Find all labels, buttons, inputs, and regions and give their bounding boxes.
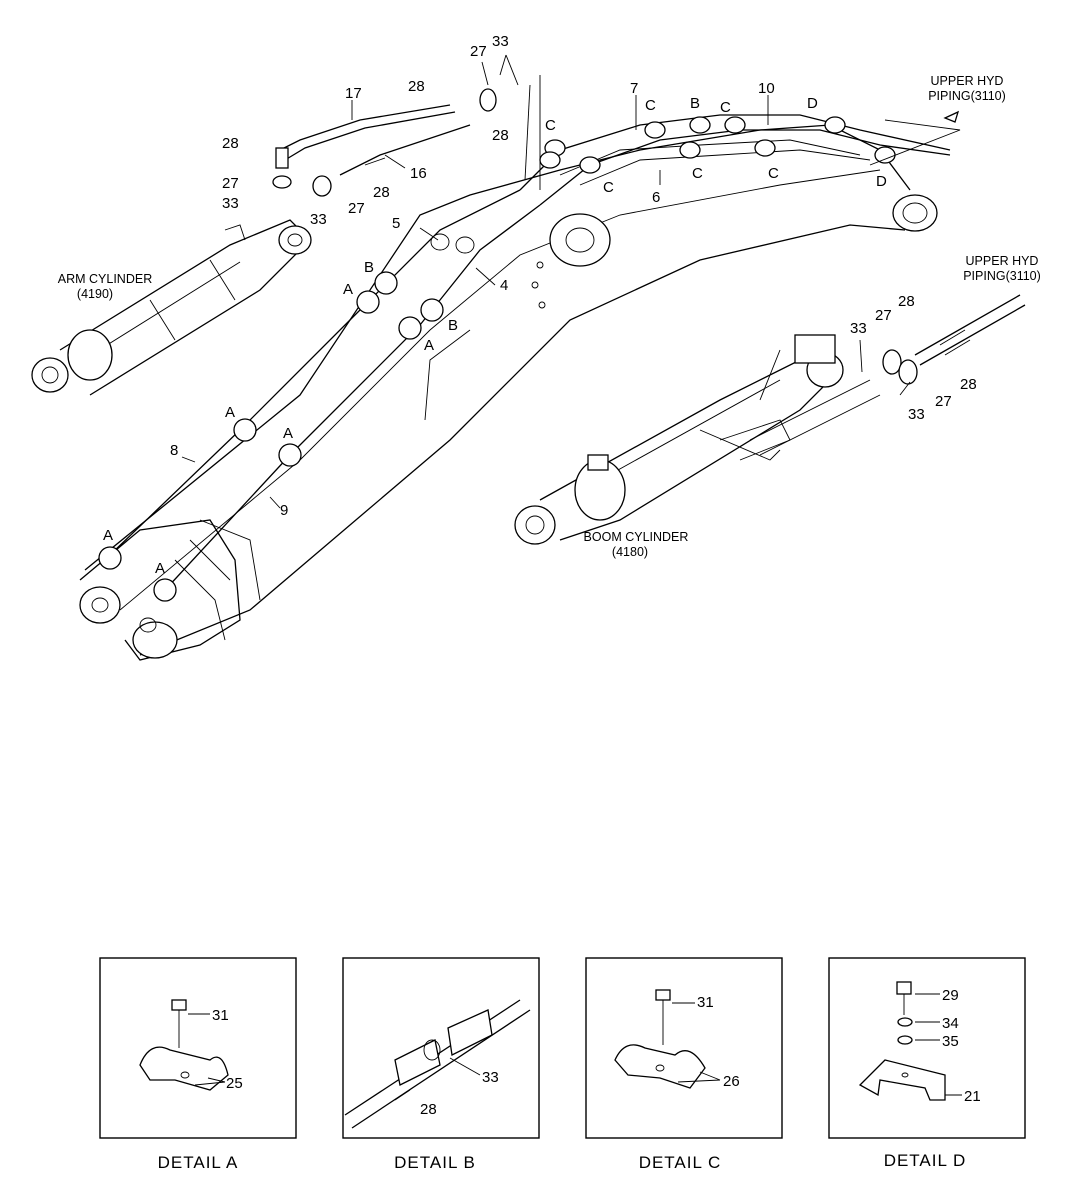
detail-d-panel: 29 34 35 21 DETAIL D [828, 957, 1026, 1170]
detail-c-part-31: 31 [697, 994, 714, 1011]
detail-d-part-29: 29 [942, 987, 959, 1004]
detail-mark-b: B [690, 95, 700, 112]
detail-mark-a: A [343, 281, 353, 298]
callout-4: 4 [500, 277, 508, 294]
callout-27: 27 [222, 175, 239, 192]
clamp-marks [98, 116, 896, 602]
callout-28: 28 [960, 376, 977, 393]
arm-cylinder-label: ARM CYLINDER [58, 272, 152, 286]
detail-c-caption: DETAIL C [639, 1153, 722, 1172]
callout-33: 33 [222, 195, 239, 212]
detail-a-part-31: 31 [212, 1007, 229, 1024]
detail-mark-a: A [283, 425, 293, 442]
main-labels: ARM CYLINDER (4190) BOOM CYLINDER (4180)… [58, 74, 1041, 559]
upper-hyd-right-code: PIPING(3110) [963, 269, 1041, 283]
detail-b-caption: DETAIL B [394, 1153, 476, 1172]
detail-d-part-21: 21 [964, 1088, 981, 1105]
detail-b-panel: 33 28 DETAIL B [342, 957, 540, 1172]
callout-28: 28 [898, 293, 915, 310]
upper-hyd-top-code: PIPING(3110) [928, 89, 1006, 103]
boom-cylinder [514, 334, 881, 545]
detail-c-part-26: 26 [723, 1073, 740, 1090]
upper-hyd-arrows [869, 110, 961, 166]
detail-d-caption: DETAIL D [884, 1151, 967, 1170]
callout-27: 27 [470, 43, 487, 60]
detail-mark-c: C [692, 165, 703, 182]
callout-28: 28 [373, 184, 390, 201]
detail-mark-c: C [720, 99, 731, 116]
boom-structure [79, 124, 938, 661]
detail-markers: A A A A A A B B B C C C C C C D D [103, 95, 887, 577]
callout-16: 16 [410, 165, 427, 182]
callouts: 17 16 5 4 7 6 10 8 9 27 33 28 28 28 27 3… [170, 33, 977, 519]
callout-6: 6 [652, 189, 660, 206]
arm-cylinder-code: (4190) [77, 287, 113, 301]
callout-27: 27 [875, 307, 892, 324]
detail-mark-c: C [768, 165, 779, 182]
callout-28: 28 [408, 78, 425, 95]
boom-cylinder-code: (4180) [612, 545, 648, 559]
detail-mark-a: A [424, 337, 434, 354]
upper-hyd-right-label: UPPER HYD [966, 254, 1039, 268]
detail-mark-a: A [225, 404, 235, 421]
detail-mark-b: B [364, 259, 374, 276]
detail-d-part-34: 34 [942, 1015, 959, 1032]
detail-mark-c: C [645, 97, 656, 114]
detail-mark-b: B [448, 317, 458, 334]
callout-7: 7 [630, 80, 638, 97]
callout-5: 5 [392, 215, 400, 232]
detail-mark-a: A [103, 527, 113, 544]
detail-a-panel: 31 25 DETAIL A [99, 957, 297, 1172]
callout-33: 33 [850, 320, 867, 337]
detail-mark-c: C [603, 179, 614, 196]
upper-hyd-top-label: UPPER HYD [931, 74, 1004, 88]
callout-33: 33 [310, 211, 327, 228]
callout-9: 9 [280, 502, 288, 519]
detail-mark-d: D [876, 173, 887, 190]
callout-27: 27 [935, 393, 952, 410]
hydraulic-pipes [109, 88, 1026, 591]
detail-a-part-25: 25 [226, 1075, 243, 1092]
detail-b-part-28: 28 [420, 1101, 437, 1118]
callout-27: 27 [348, 200, 365, 217]
callout-8: 8 [170, 442, 178, 459]
boom-cylinder-label: BOOM CYLINDER [584, 530, 689, 544]
detail-a-caption: DETAIL A [158, 1153, 239, 1172]
detail-mark-d: D [807, 95, 818, 112]
callout-28: 28 [492, 127, 509, 144]
detail-b-part-33: 33 [482, 1069, 499, 1086]
callout-17: 17 [345, 85, 362, 102]
detail-c-panel: 31 26 DETAIL C [585, 957, 783, 1172]
leader-lines [181, 54, 911, 509]
callout-33: 33 [908, 406, 925, 423]
callout-28: 28 [222, 135, 239, 152]
callout-10: 10 [758, 80, 775, 97]
arm-cylinder [31, 219, 312, 396]
callout-33: 33 [492, 33, 509, 50]
detail-d-part-35: 35 [942, 1033, 959, 1050]
detail-mark-c: C [545, 117, 556, 134]
detail-mark-a: A [155, 560, 165, 577]
